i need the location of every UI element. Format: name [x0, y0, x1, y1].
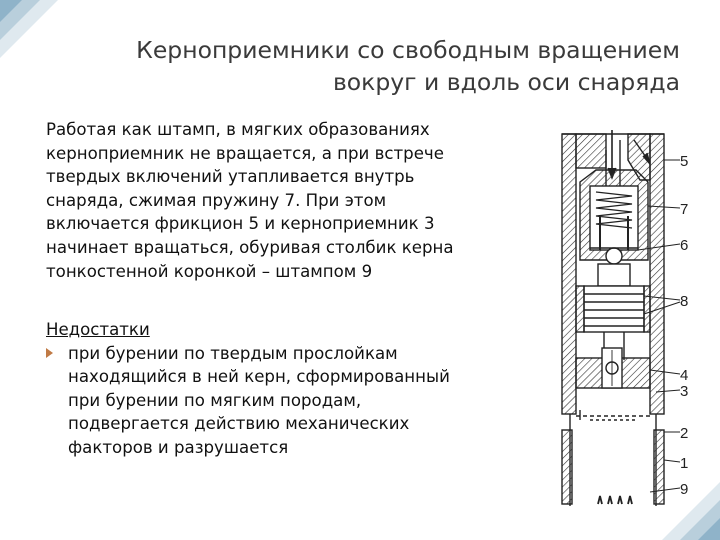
title-line-1: Кернoприемники со свободным вращением	[136, 36, 680, 64]
description-line: включается фрикцион 5 и керноприемник 3	[46, 214, 435, 234]
description-line: твердых включений утапливается внутрь	[46, 167, 415, 187]
corner-decoration-bottom-right	[662, 482, 720, 540]
title-line-2: вокруг и вдоль оси снаряда	[332, 68, 680, 96]
description-line: начинает вращаться, обуривая столбик кер…	[46, 237, 454, 257]
label-8: 8	[680, 293, 688, 310]
description-line: Работая как штамп, в мягких образованиях	[46, 120, 430, 139]
label-1: 1	[680, 455, 688, 472]
label-4: 4	[680, 367, 688, 384]
drawbacks-section: Недостатки при бурении по твердым просло…	[46, 318, 566, 460]
label-6: 6	[680, 237, 688, 254]
core-receiver-diagram: 5 7 6 8 4 3 2 1 9	[561, 130, 688, 506]
list-item-line: при бурении по твердым прослойкам	[68, 343, 398, 363]
label-3: 3	[680, 383, 688, 400]
corner-decoration-top-left	[0, 0, 58, 58]
list-item-line: при бурении по мягким породам,	[68, 390, 362, 410]
description-line: керноприемник не вращается, а при встреч…	[46, 143, 444, 163]
list-item: при бурении по твердым прослойкам находя…	[46, 342, 566, 460]
page-title: Кернoприемники со свободным вращением во…	[30, 34, 680, 98]
outer-wall-left	[561, 133, 577, 415]
description-line: тонкостенной коронкой – штампом 9	[46, 261, 373, 281]
drawbacks-heading: Недостатки	[46, 320, 150, 339]
arrow-bullet-icon	[46, 347, 53, 358]
description-paragraph: Работая как штамп, в мягких образованиях…	[46, 118, 556, 283]
list-item-line: подвергается действию механических	[68, 414, 410, 434]
description-line: снаряда, сжимая пружину 7. При этом	[46, 190, 387, 210]
label-5: 5	[680, 153, 688, 170]
label-2: 2	[680, 425, 688, 442]
list-item-line: факторов и разрушается	[68, 437, 289, 457]
label-9: 9	[680, 481, 688, 498]
list-item-line: находящийся в ней керн, сформированный	[68, 367, 450, 387]
label-7: 7	[680, 201, 688, 218]
